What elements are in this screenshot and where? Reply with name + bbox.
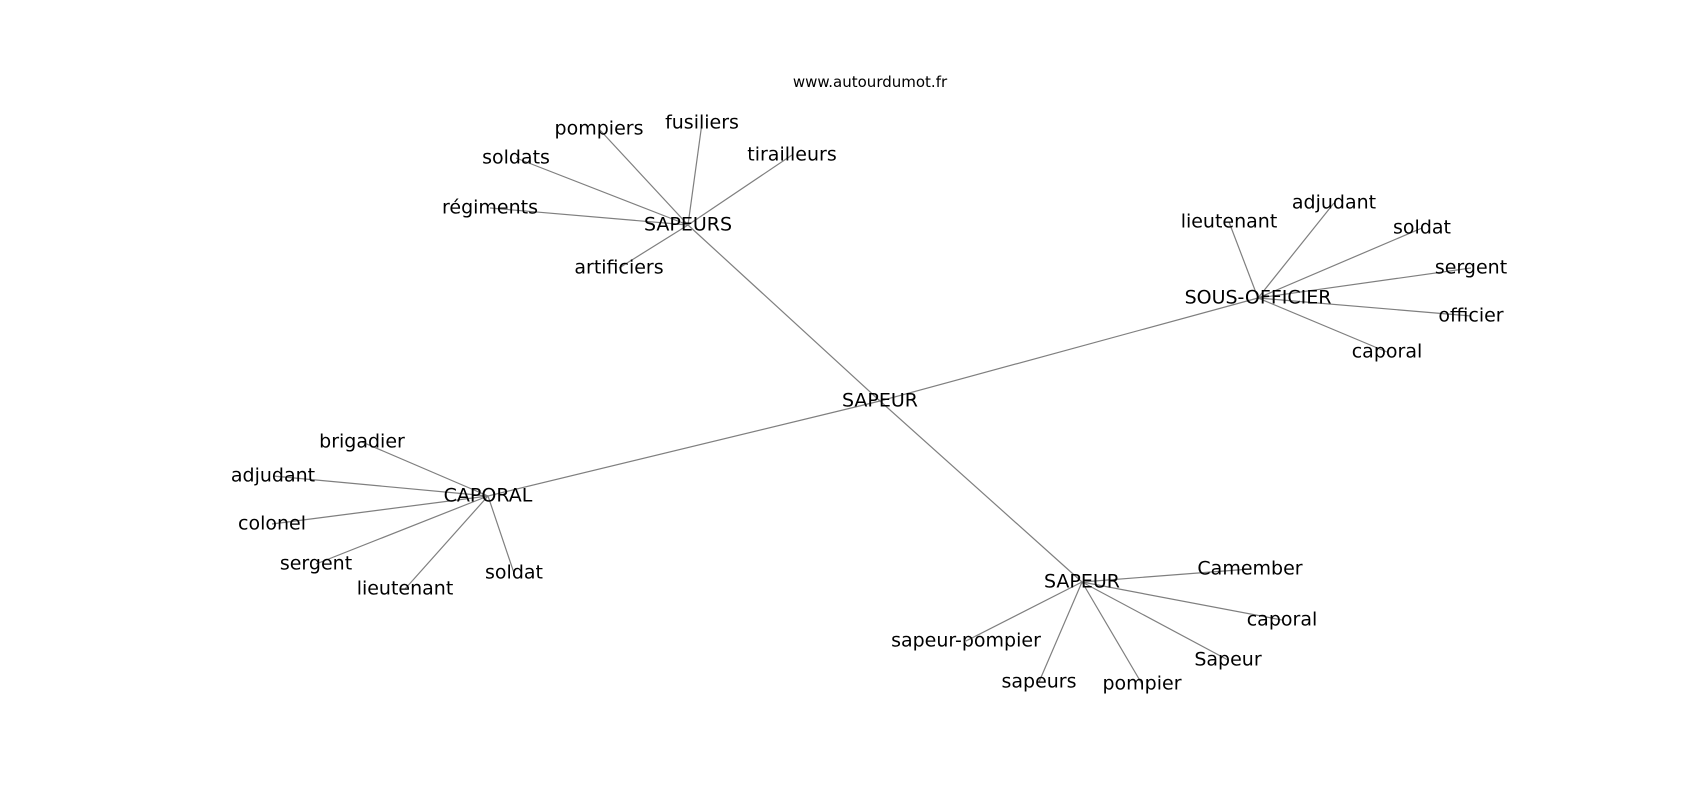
- edge-center-to-hub: [487, 400, 881, 497]
- edge-hub-to-term: [1257, 297, 1472, 317]
- source-watermark: www.autourdumot.fr: [793, 73, 948, 91]
- edge-hub-to-term: [272, 475, 489, 497]
- edge-hub-to-term: [1081, 568, 1251, 583]
- term-node-label: sapeurs: [1001, 671, 1076, 693]
- edge-center-to-hub: [879, 297, 1259, 402]
- edge-hub-to-term: [1081, 581, 1283, 621]
- term-node-label: officier: [1438, 305, 1503, 327]
- term-node-label: lieutenant: [357, 578, 454, 600]
- edge-hub-to-term: [1228, 221, 1259, 299]
- edge-hub-to-term: [487, 495, 515, 574]
- term-node-label: sergent: [280, 553, 352, 575]
- edges: [271, 122, 1472, 685]
- hub-node-label: CAPORAL: [444, 485, 533, 507]
- hub-node-label: SAPEURS: [644, 214, 732, 236]
- term-node-label: soldat: [1393, 217, 1451, 239]
- edge-hub-to-term: [965, 581, 1083, 642]
- edge-hub-to-term: [515, 157, 689, 226]
- edge-hub-to-term: [1257, 202, 1335, 299]
- term-node-label: Camember: [1197, 558, 1302, 580]
- edge-hub-to-term: [598, 128, 689, 226]
- edge-hub-to-term: [315, 495, 489, 565]
- edge-hub-to-term: [1257, 227, 1423, 299]
- edge-hub-to-term: [489, 207, 689, 226]
- term-node-label: brigadier: [319, 431, 405, 453]
- edge-hub-to-term: [361, 441, 489, 497]
- term-node-label: sapeur-pompier: [891, 630, 1041, 652]
- term-node-label: tirailleurs: [747, 144, 836, 166]
- term-node-label: lieutenant: [1181, 211, 1278, 233]
- term-node-label: caporal: [1352, 341, 1423, 363]
- edge-hub-to-term: [1081, 581, 1229, 661]
- edge-hub-to-term: [1257, 267, 1472, 299]
- term-node-label: régiments: [442, 197, 538, 219]
- term-node-label: sergent: [1435, 257, 1507, 279]
- edge-center-to-hub: [879, 400, 1083, 583]
- edge-hub-to-term: [1081, 581, 1143, 685]
- term-node-label: pompier: [1102, 673, 1181, 695]
- center-node-label: SAPEUR: [842, 390, 918, 412]
- term-node-label: artificiers: [574, 257, 663, 279]
- labels: www.autourdumot.fr SAPEURSAPEURSpompiers…: [231, 73, 1507, 695]
- term-node-label: soldat: [485, 562, 543, 584]
- edge-hub-to-term: [271, 495, 489, 525]
- edge-hub-to-term: [687, 154, 793, 226]
- hub-node-label: SAPEUR: [1044, 571, 1120, 593]
- term-node-label: pompiers: [555, 118, 644, 140]
- edge-hub-to-term: [618, 224, 689, 269]
- term-node-label: adjudant: [1292, 192, 1376, 214]
- term-node-label: caporal: [1247, 609, 1318, 631]
- edge-hub-to-term: [404, 495, 489, 590]
- hub-node-label: SOUS-OFFICIER: [1185, 287, 1332, 309]
- term-node-label: adjudant: [231, 465, 315, 487]
- edge-hub-to-term: [687, 122, 703, 226]
- edge-center-to-hub: [687, 224, 881, 402]
- term-node-label: colonel: [238, 513, 306, 535]
- term-node-label: Sapeur: [1194, 649, 1261, 671]
- edge-hub-to-term: [1257, 297, 1388, 353]
- term-node-label: soldats: [482, 147, 550, 169]
- term-node-label: fusiliers: [665, 112, 739, 134]
- edge-hub-to-term: [1038, 581, 1083, 683]
